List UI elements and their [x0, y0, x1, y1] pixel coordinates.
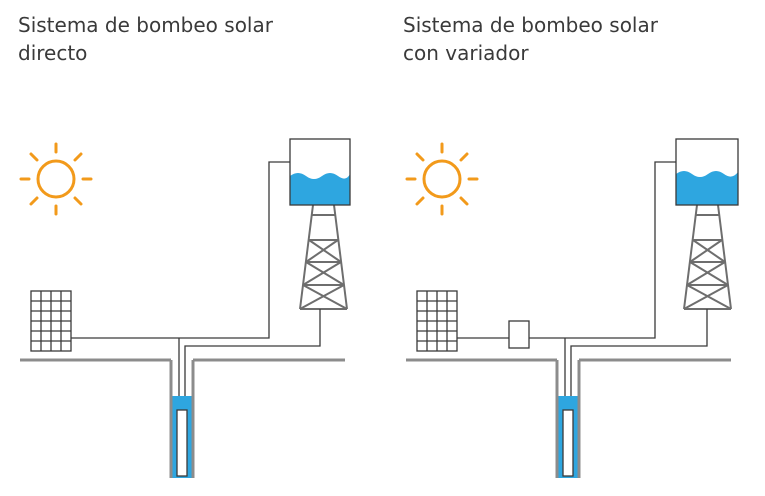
sun-icon — [19, 142, 93, 216]
wiring — [71, 161, 321, 398]
caption-variador-line2: con variador — [403, 41, 529, 65]
water-tank-icon — [675, 138, 739, 206]
pump-icon — [562, 409, 574, 477]
caption-variador: Sistema de bombeo solar con variador — [403, 11, 658, 67]
tower-icon — [299, 204, 348, 310]
caption-directo-line2: directo — [18, 41, 88, 65]
pump-icon — [176, 409, 188, 477]
caption-variador-line1: Sistema de bombeo solar — [403, 13, 658, 37]
tower-icon — [683, 204, 732, 310]
solar-panel-icon — [30, 290, 72, 352]
caption-directo: Sistema de bombeo solar directo — [18, 11, 273, 67]
caption-directo-line1: Sistema de bombeo solar — [18, 13, 273, 37]
panel-directo — [19, 138, 351, 478]
panel-variador — [405, 138, 739, 478]
solar-panel-icon — [416, 290, 458, 352]
water-tank-icon — [289, 138, 351, 206]
wiring — [457, 161, 708, 398]
variador-icon — [508, 320, 530, 349]
sun-icon — [405, 142, 479, 216]
